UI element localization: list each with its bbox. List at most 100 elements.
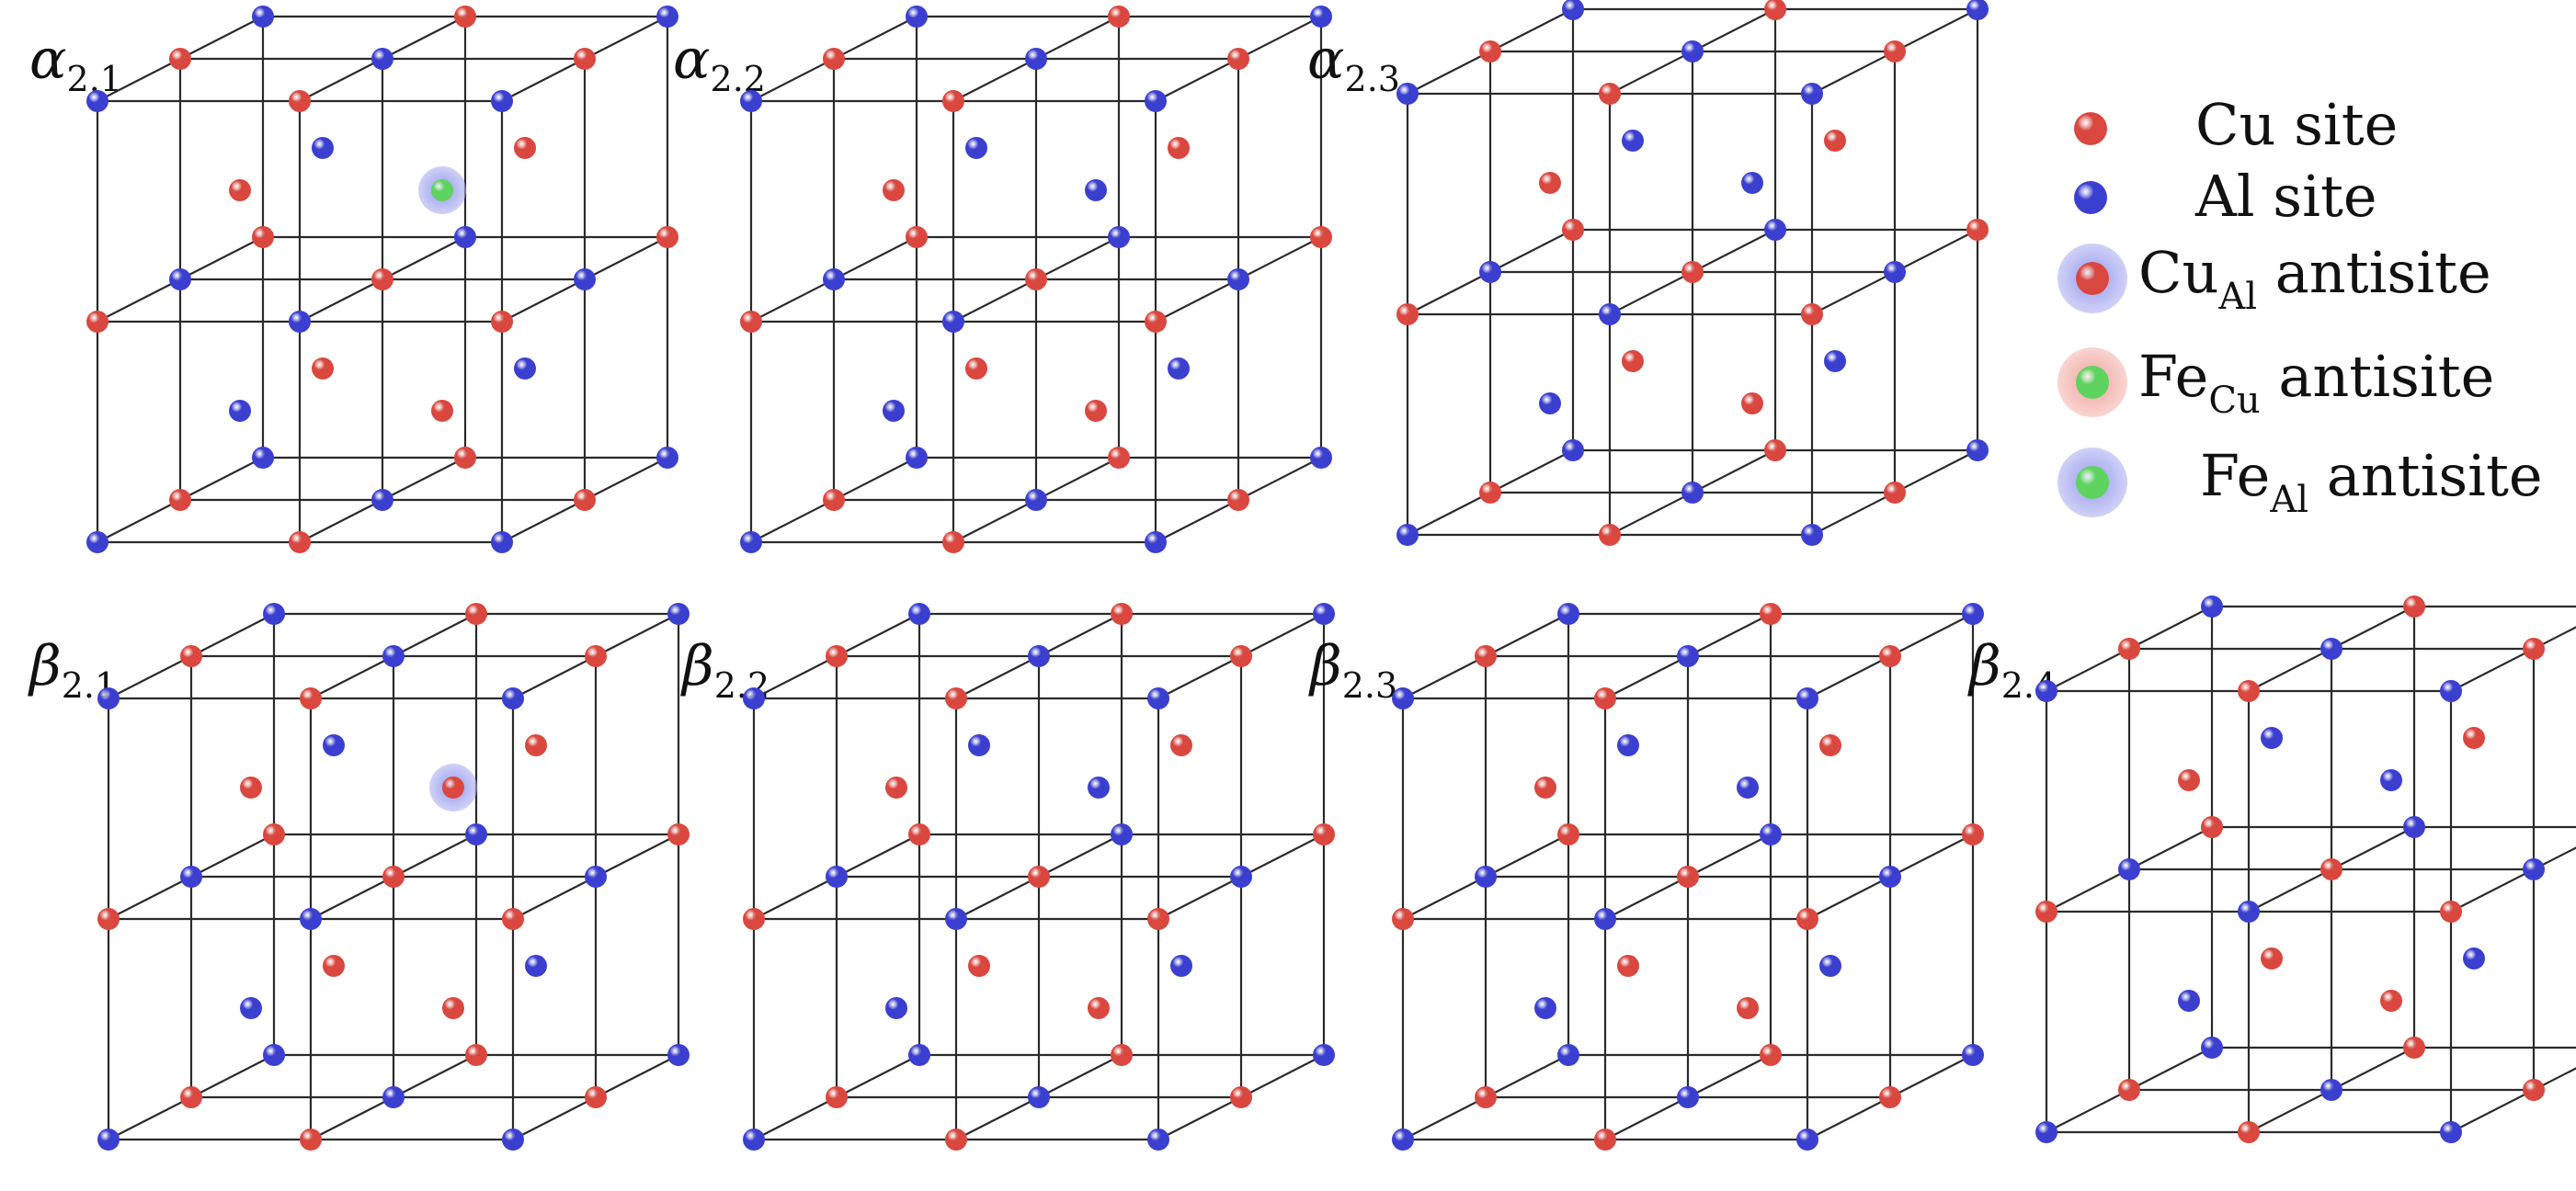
cu-site-atom bbox=[1534, 777, 1556, 799]
al-site-atom bbox=[491, 531, 513, 553]
al-site-atom bbox=[1025, 489, 1047, 511]
cu-site-atom bbox=[1760, 603, 1782, 625]
cu-site-atom bbox=[2035, 901, 2057, 923]
al-site-atom bbox=[465, 823, 487, 845]
cu-site-atom bbox=[2238, 680, 2260, 702]
cu-site-atom bbox=[826, 645, 848, 667]
cu-site-atom bbox=[431, 400, 453, 422]
al-site-atom bbox=[1145, 90, 1167, 112]
al-site-atom bbox=[1801, 524, 1823, 546]
cu-site-atom bbox=[1599, 83, 1621, 105]
fe-cu-antisite-marker bbox=[2057, 347, 2127, 417]
cu-site-atom bbox=[1147, 908, 1169, 930]
al-site-atom bbox=[968, 734, 990, 756]
al-site-atom bbox=[2178, 990, 2200, 1012]
al-site-atom bbox=[1824, 350, 1846, 372]
cu-site-atom bbox=[826, 1086, 848, 1108]
al-site-atom bbox=[1796, 1129, 1818, 1151]
al-site-atom bbox=[1599, 303, 1621, 325]
panel-b22: β2.2 bbox=[680, 603, 1335, 1151]
cu-site-atom bbox=[1539, 172, 1561, 194]
legend-item-cu-al-antisite: CuAl antisite bbox=[2057, 239, 2491, 318]
al-site-atom bbox=[656, 6, 678, 28]
cu-site-atom bbox=[252, 226, 274, 248]
cu-site-atom bbox=[1111, 1044, 1133, 1066]
cu-site-atom bbox=[300, 687, 322, 709]
al-site-atom bbox=[1884, 261, 1906, 283]
al-site-atom bbox=[491, 90, 513, 112]
cu-site-atom bbox=[263, 823, 285, 845]
al-site-atom bbox=[1227, 268, 1249, 290]
al-site-atom bbox=[906, 6, 928, 28]
cu-site-atom bbox=[289, 90, 311, 112]
cu-site-atom bbox=[502, 908, 524, 930]
al-site-atom bbox=[2035, 680, 2057, 702]
cu-site-atom bbox=[2320, 858, 2342, 880]
al-site-atom bbox=[382, 1086, 405, 1108]
cu-site-atom bbox=[2403, 1037, 2425, 1059]
atoms bbox=[97, 603, 690, 1151]
cu-site-atom bbox=[2238, 1121, 2260, 1143]
al-site-atom bbox=[1760, 823, 1782, 845]
al-site-atom bbox=[1622, 130, 1644, 152]
al-site-atom bbox=[585, 866, 607, 888]
cu-site-atom bbox=[1168, 137, 1190, 159]
cu-site-atom bbox=[585, 1086, 607, 1108]
al-site-atom bbox=[240, 997, 262, 1019]
atoms bbox=[1396, 0, 1989, 546]
cu-site-atom bbox=[1737, 997, 1759, 1019]
cu-site-atom bbox=[1108, 6, 1130, 28]
legend: Cu site Al site CuAl antisite FeCu antis… bbox=[2057, 91, 2543, 521]
panel-b23: β2.3 bbox=[1308, 603, 1984, 1151]
cu-site-atom bbox=[1088, 997, 1110, 1019]
al-site-atom bbox=[1966, 439, 1989, 461]
cu-site-atom bbox=[2178, 769, 2200, 791]
al-site-atom bbox=[1681, 40, 1704, 62]
al-site-atom bbox=[883, 400, 905, 422]
al-site-atom bbox=[2201, 596, 2223, 618]
al-site-atom bbox=[823, 268, 845, 290]
cu-site-atom bbox=[491, 311, 513, 333]
cu-site-atom bbox=[1677, 866, 1699, 888]
al-site-atom bbox=[2403, 816, 2425, 838]
al-site-atom bbox=[574, 268, 596, 290]
legend-label-al-site: Al site bbox=[2194, 163, 2377, 230]
al-site-atom bbox=[1557, 603, 1579, 625]
al-site-atom bbox=[1562, 0, 1584, 20]
fe-sphere bbox=[2076, 466, 2109, 499]
al-site-atom bbox=[667, 1044, 690, 1066]
al-site-atom bbox=[2320, 1079, 2342, 1101]
al-site-atom bbox=[1147, 1129, 1169, 1151]
panel-label: β2.3 bbox=[1308, 634, 1397, 706]
al-site-atom bbox=[2523, 858, 2545, 880]
cu-site-atom bbox=[1475, 1086, 1497, 1108]
cu-site-atom bbox=[906, 226, 928, 248]
al-site-atom bbox=[514, 357, 536, 380]
cu-site-atom bbox=[945, 687, 967, 709]
al-site-atom bbox=[2238, 901, 2260, 923]
al-site-atom bbox=[2118, 858, 2140, 880]
al-site-atom bbox=[743, 687, 765, 709]
cu-site-atom bbox=[1479, 482, 1501, 504]
cu-site-atom bbox=[323, 955, 345, 977]
cu-site-atom bbox=[1819, 734, 1841, 756]
panel-a21: α2.1 bbox=[29, 6, 678, 553]
cu-site-atom bbox=[454, 447, 476, 469]
cu-site-marker bbox=[2074, 112, 2107, 145]
al-site-atom bbox=[1392, 1129, 1414, 1151]
al-site-atom bbox=[97, 687, 120, 709]
cu-site-atom bbox=[371, 268, 393, 290]
al-site-atom bbox=[1313, 603, 1335, 625]
cu-site-atom bbox=[2261, 947, 2283, 970]
al-site-atom bbox=[1028, 645, 1050, 667]
al-site-atom bbox=[945, 908, 967, 930]
legend-item-al-site: Al site bbox=[2074, 163, 2377, 230]
cu-site-atom bbox=[908, 823, 930, 845]
al-site-atom bbox=[1313, 1044, 1335, 1066]
cu-site-atom bbox=[1796, 908, 1818, 930]
legend-label-cu-site: Cu site bbox=[2195, 91, 2398, 158]
al-site-atom bbox=[1677, 645, 1699, 667]
al-site-atom bbox=[906, 447, 928, 469]
cu-site-atom bbox=[968, 955, 990, 977]
atoms bbox=[86, 6, 678, 553]
